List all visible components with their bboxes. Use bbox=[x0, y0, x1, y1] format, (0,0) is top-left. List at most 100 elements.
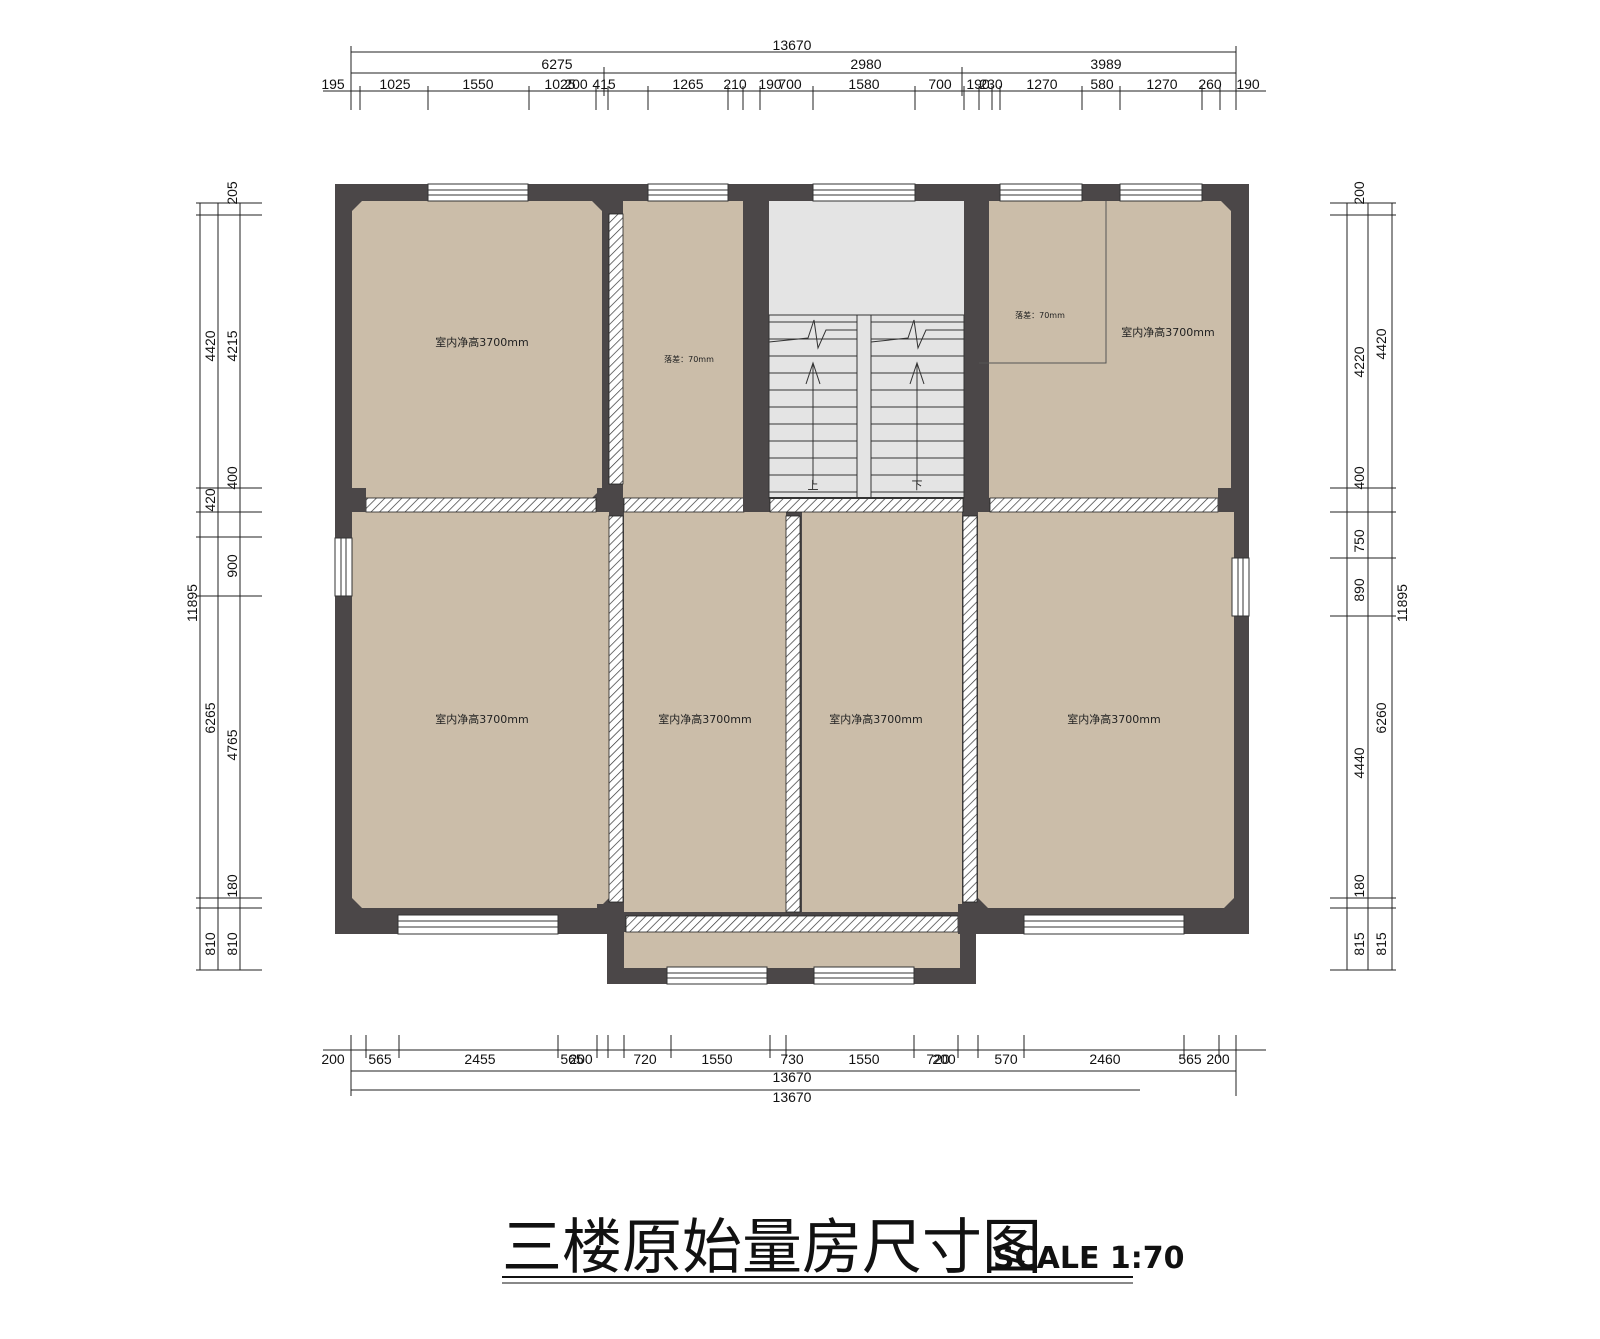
dim-right-inner: 890 bbox=[1351, 578, 1367, 602]
dim-top-detail: 1580 bbox=[848, 76, 879, 92]
dim-top-detail: 190 bbox=[1236, 76, 1260, 92]
dim-bottom-detail: 200 bbox=[569, 1051, 593, 1067]
dim-right-inner: 750 bbox=[1351, 529, 1367, 553]
partition-v-3 bbox=[785, 515, 801, 913]
dim-bottom-detail: 2455 bbox=[464, 1051, 495, 1067]
title-scale: SCALE 1:70 bbox=[993, 1241, 1185, 1276]
room-6-floor bbox=[624, 512, 786, 912]
room-8-floor bbox=[978, 512, 1234, 908]
dim-bottom-detail: 200 bbox=[1206, 1051, 1230, 1067]
dim-bottom-detail: 570 bbox=[994, 1051, 1018, 1067]
dim-right-inner: 4220 bbox=[1351, 346, 1367, 377]
dim-right-mid: 4420 bbox=[1373, 328, 1389, 359]
up-arrow-icon bbox=[805, 361, 821, 385]
window-bottom-3 bbox=[813, 966, 915, 985]
room-2-floor bbox=[623, 201, 743, 498]
dim-bottom-detail: 200 bbox=[321, 1051, 345, 1067]
staircase bbox=[768, 314, 965, 499]
dim-top-detail: 190 bbox=[966, 76, 990, 92]
dim-right-mid: 6260 bbox=[1373, 702, 1389, 733]
dim-bottom-detail: 2460 bbox=[1089, 1051, 1120, 1067]
partition-v-4 bbox=[962, 515, 978, 903]
room-3-floor bbox=[979, 201, 1231, 498]
dim-bottom-detail: 200 bbox=[932, 1051, 956, 1067]
drawing-title: 三楼原始量房尺寸图 SCALE 1:70 bbox=[502, 1213, 1185, 1284]
partition-balcony bbox=[625, 915, 959, 933]
stair-up-label: 上 bbox=[808, 479, 819, 492]
dim-bottom-detail: 720 bbox=[633, 1051, 657, 1067]
dimension-lines bbox=[196, 46, 1396, 1096]
dim-bottom-detail: 565 bbox=[1178, 1051, 1202, 1067]
room-label: 室内净高3700mm bbox=[658, 712, 751, 726]
dim-bottom-detail: 720 bbox=[926, 1051, 950, 1067]
room-label: 落差：70mm bbox=[1015, 310, 1065, 320]
dim-bottom-detail: 565 bbox=[368, 1051, 392, 1067]
down-arrow-icon bbox=[909, 361, 925, 385]
room-label: 室内净高3700mm bbox=[435, 335, 528, 349]
dim-left-inner: 205 bbox=[224, 181, 240, 205]
window-top-2 bbox=[647, 183, 729, 202]
dim-right-mid: 815 bbox=[1373, 932, 1389, 956]
dim-left-mid: 6265 bbox=[202, 702, 218, 733]
dim-bottom-total: 13670 bbox=[773, 1089, 812, 1105]
balcony-floor bbox=[624, 932, 960, 968]
column bbox=[335, 488, 366, 512]
dim-right-inner: 180 bbox=[1351, 874, 1367, 898]
column bbox=[597, 488, 623, 512]
windows bbox=[334, 183, 1250, 985]
dim-right-inner: 200 bbox=[1351, 181, 1367, 205]
dim-top-detail: 195 bbox=[321, 76, 345, 92]
column bbox=[1218, 488, 1249, 512]
room-label: 室内净高3700mm bbox=[435, 712, 528, 726]
title-main: 三楼原始量房尺寸图 bbox=[502, 1213, 1042, 1283]
dim-right-inner: 4440 bbox=[1351, 747, 1367, 778]
dim-top-detail: 1270 bbox=[1026, 76, 1057, 92]
dim-right-outer: 11895 bbox=[1394, 584, 1410, 622]
break-line-left bbox=[768, 319, 857, 350]
dim-top-detail: 260 bbox=[1198, 76, 1222, 92]
column bbox=[597, 904, 624, 934]
room-5-floor bbox=[352, 512, 609, 908]
room-labels: 室内净高3700mm 落差：70mm 落差：70mm 室内净高3700mm 室内… bbox=[435, 310, 1214, 726]
dim-top-detail: 415 bbox=[592, 76, 616, 92]
window-left bbox=[334, 537, 353, 597]
dim-left-mid: 420 bbox=[202, 488, 218, 512]
dim-left-outer: 11895 bbox=[184, 584, 200, 622]
stair-down-label: 下 bbox=[912, 479, 923, 492]
dim-top-detail: 580 bbox=[1090, 76, 1114, 92]
column bbox=[964, 201, 989, 512]
window-top-3 bbox=[812, 183, 916, 202]
room-3-step-outline bbox=[979, 201, 1107, 364]
room-1-floor bbox=[352, 201, 602, 498]
dim-top-detail: 190 bbox=[758, 76, 782, 92]
dim-left-inner: 900 bbox=[224, 554, 240, 578]
room-label: 室内净高3700mm bbox=[1067, 712, 1160, 726]
dim-top-detail: 210 bbox=[723, 76, 747, 92]
dim-top-mid: 2980 bbox=[850, 56, 881, 72]
dim-bottom-detail: 1550 bbox=[848, 1051, 879, 1067]
partition-h-2 bbox=[623, 497, 745, 513]
partition-h-3 bbox=[769, 497, 964, 513]
dim-top-total: 13670 bbox=[773, 37, 812, 53]
dim-right-inner: 815 bbox=[1351, 932, 1367, 956]
dim-right-inner: 400 bbox=[1351, 466, 1367, 490]
room-7-floor bbox=[802, 512, 962, 912]
window-bottom-1 bbox=[397, 914, 559, 935]
dim-bottom-detail: 730 bbox=[780, 1051, 804, 1067]
column bbox=[743, 201, 769, 512]
dim-top-mid: 3989 bbox=[1090, 56, 1121, 72]
partition-v-1 bbox=[608, 213, 624, 485]
dim-top-detail: 1270 bbox=[1146, 76, 1177, 92]
dim-bottom-total: 13670 bbox=[773, 1069, 812, 1085]
column bbox=[958, 904, 978, 934]
window-bottom-4 bbox=[1023, 914, 1185, 935]
partition-h-1 bbox=[365, 497, 597, 513]
dim-left-inner: 810 bbox=[224, 932, 240, 956]
partition-h-4 bbox=[989, 497, 1219, 513]
dim-top-detail: 1550 bbox=[462, 76, 493, 92]
dim-top-detail: 1025 bbox=[544, 76, 575, 92]
room-label: 室内净高3700mm bbox=[829, 712, 922, 726]
dim-left-inner: 180 bbox=[224, 874, 240, 898]
